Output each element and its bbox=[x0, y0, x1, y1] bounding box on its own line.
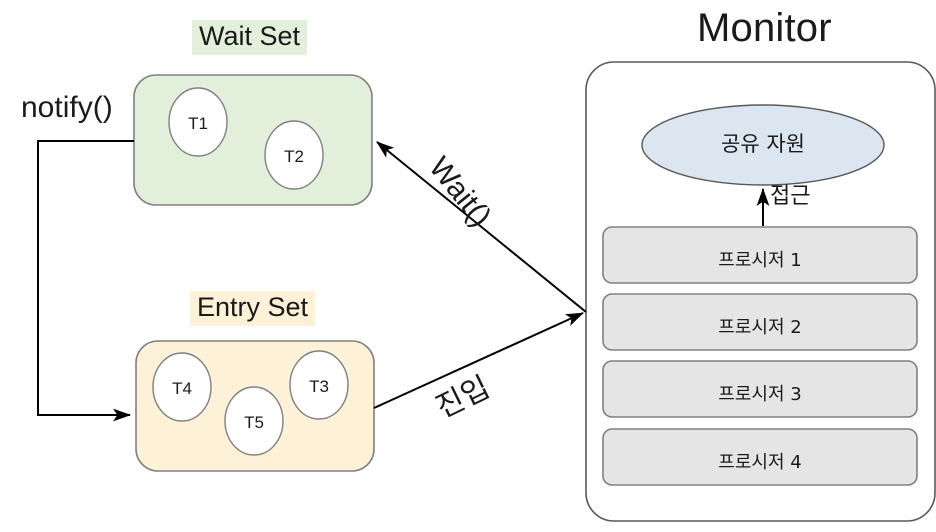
procedure-label-3: 프로시저 3 bbox=[718, 384, 802, 405]
wait-set-title: Wait Set bbox=[192, 20, 308, 55]
thread-ellipse-t3 bbox=[289, 350, 349, 420]
procedure-box-1 bbox=[602, 226, 918, 284]
wait-set-box bbox=[133, 74, 373, 206]
shared-resource-label: 공유 자원 bbox=[721, 132, 805, 156]
procedure-label-1: 프로시저 1 bbox=[718, 250, 802, 271]
procedure-box-4 bbox=[602, 428, 918, 486]
thread-ellipse-t2 bbox=[264, 120, 324, 190]
shared-resource-ellipse bbox=[641, 104, 885, 186]
thread-label-t3: T3 bbox=[309, 377, 329, 396]
entry-set-title: Entry Set bbox=[190, 291, 316, 326]
procedure-label-2: 프로시저 2 bbox=[718, 317, 802, 338]
thread-ellipse-t4 bbox=[152, 352, 212, 422]
thread-ellipse-t5 bbox=[224, 386, 284, 456]
thread-label-t4: T4 bbox=[172, 379, 192, 398]
monitor-title: Monitor bbox=[697, 6, 832, 50]
wait-arrow bbox=[376, 141, 587, 313]
thread-ellipse-t1 bbox=[168, 87, 228, 157]
procedure-box-3 bbox=[602, 360, 918, 418]
access-arrow-label: 접근 bbox=[770, 184, 811, 209]
procedure-label-4: 프로시저 4 bbox=[718, 452, 802, 473]
notify-label: notify() bbox=[21, 91, 113, 124]
enter-arrow bbox=[373, 312, 584, 409]
thread-label-t2: T2 bbox=[284, 147, 304, 166]
procedure-box-2 bbox=[602, 293, 918, 351]
thread-label-t5: T5 bbox=[244, 413, 264, 432]
thread-label-t1: T1 bbox=[188, 114, 208, 133]
notify-arrow bbox=[37, 140, 134, 422]
